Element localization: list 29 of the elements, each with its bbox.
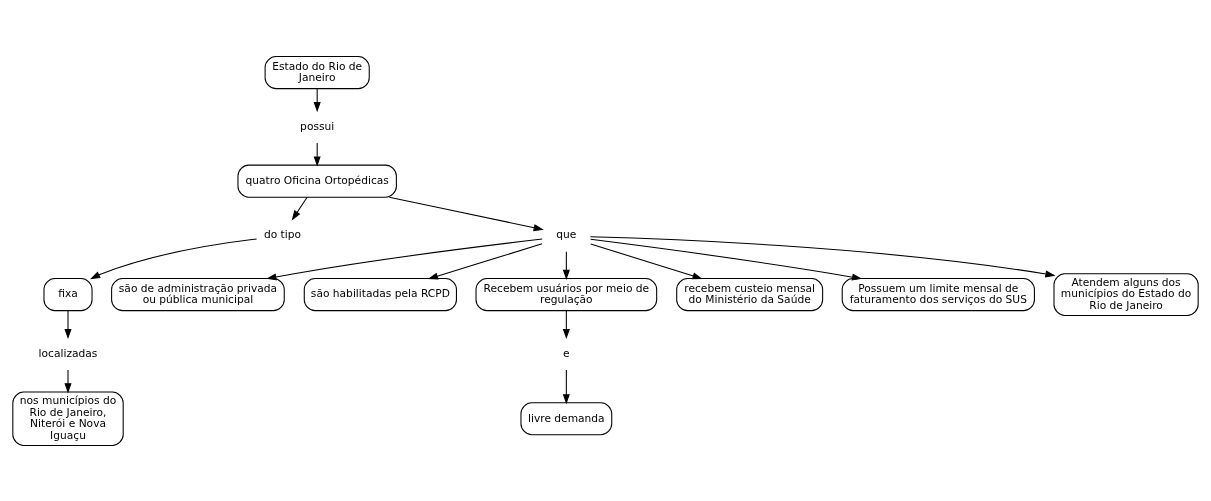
- arrow: [562, 250, 570, 280]
- arrow: [90, 237, 258, 279]
- node-box: Possuem um limite mensal de faturamento dos serviços do SUS: [841, 277, 1035, 311]
- node-box: Recebem usuários por meio de regulação: [475, 277, 658, 311]
- node-box: Estado do Rio de Janeiro: [264, 55, 370, 89]
- node-text: possui: [300, 119, 335, 133]
- arrow: [64, 368, 72, 393]
- node-text: do tipo: [263, 227, 302, 241]
- arrow: [427, 242, 543, 279]
- arrow: [266, 238, 543, 280]
- node-box: são habilitadas pela RCPD: [303, 277, 457, 311]
- node-box: livre demanda: [520, 401, 613, 435]
- node-text: localizadas: [38, 346, 98, 360]
- node-box: Atendem alguns dos municípios do Estado do Rio de Janeiro: [1053, 272, 1199, 316]
- node-box: são de administração privada ou pública municipal: [111, 277, 285, 311]
- arrow: [589, 235, 1056, 277]
- arrow: [291, 196, 308, 221]
- node-box: recebem custeio mensal do Ministério da Saúde: [676, 277, 824, 311]
- arrow: [562, 309, 570, 339]
- node-text: que: [556, 227, 577, 241]
- node-text: e: [563, 346, 570, 360]
- arrow: [388, 196, 544, 231]
- node-box: quatro Oficina Ortopédicas: [237, 164, 397, 198]
- arrow: [64, 309, 72, 339]
- arrow: [562, 368, 570, 404]
- node-box: fixa: [43, 277, 93, 311]
- node-box: nos municípios do Rio de Janeiro, Niterói e Nova Iguaçu: [12, 391, 124, 446]
- arrow: [590, 242, 703, 279]
- arrow: [590, 238, 863, 281]
